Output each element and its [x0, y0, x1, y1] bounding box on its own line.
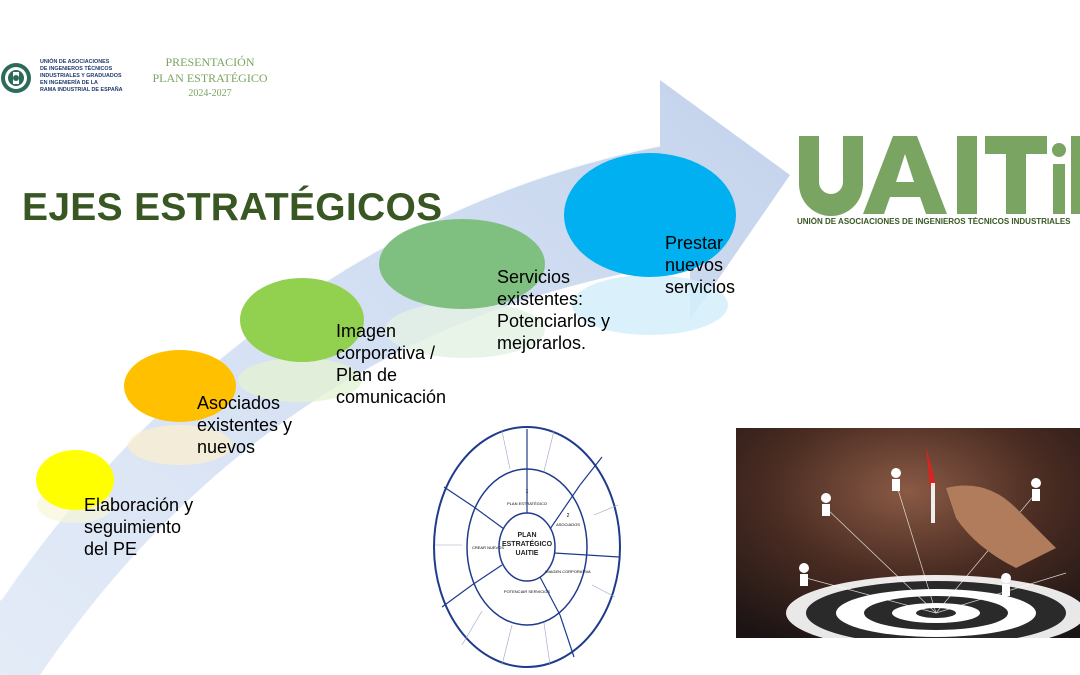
wheel-sector-2: 2: [567, 513, 570, 519]
presentation-years: 2024-2027: [188, 88, 232, 99]
wheel-sector-1-text: PLAN ESTRATÉGICO: [507, 501, 547, 506]
wheel-sector-1: 1: [526, 489, 529, 495]
slide-title: EJES ESTRATÉGICOS: [22, 186, 443, 229]
axis-label-5: Prestar nuevos servicios: [665, 233, 736, 297]
organization-name: UNIÓN DE ASOCIACIONES DE INGENIEROS TÉCN…: [40, 59, 123, 93]
axis-circle-4: [379, 219, 545, 309]
axis-label-4: Servicios existentes: Potenciarlos y mej…: [497, 267, 611, 353]
uaitie-logo-subtitle: UNIÓN DE ASOCIACIONES DE INGENIEROS TÉCN…: [797, 217, 1071, 226]
wheel-sector-4-text: POTENCIAR SERVICIOS: [504, 589, 550, 594]
axis-label-3: Imagen corporativa / Plan de comunicació…: [336, 321, 447, 407]
organization-seal-icon: [1, 63, 31, 93]
presentation-line2: PLAN ESTRATÉGICO: [152, 71, 268, 85]
presentation-line1: PRESENTACIÓN: [165, 55, 255, 69]
axis-circle-5: [564, 153, 736, 277]
strategic-plan-wheel: PLAN ESTRATÉGICO UAITIE 1 PLAN ESTRATÉGI…: [433, 426, 621, 668]
axis-label-1: Elaboración y seguimiento del PE: [84, 495, 194, 559]
uaitie-logo: [795, 128, 1080, 216]
wheel-center-line2: ESTRATÉGICO: [502, 539, 553, 548]
axis-circle-1: [36, 450, 114, 510]
uaitie-logo-mark: [799, 136, 1080, 216]
wheel-sector-5-text: CREAR NUEVOS: [472, 545, 504, 550]
wheel-sector-2-text: ASOCIADOS: [556, 522, 580, 527]
wheel-center-line3: UAITIE: [516, 550, 539, 557]
wheel-sector-3-text: IMAGEN CORPORATIVA: [545, 569, 591, 574]
wheel-center-line1: PLAN: [517, 532, 536, 539]
axis-label-2: Asociados existentes y nuevos: [197, 393, 293, 457]
axis-circle-2: [124, 350, 236, 422]
presentation-header: PRESENTACIÓN PLAN ESTRATÉGICO 2024-2027: [140, 54, 280, 102]
dart-target-photo: [736, 428, 1080, 638]
axis-circle-3: [240, 278, 364, 362]
